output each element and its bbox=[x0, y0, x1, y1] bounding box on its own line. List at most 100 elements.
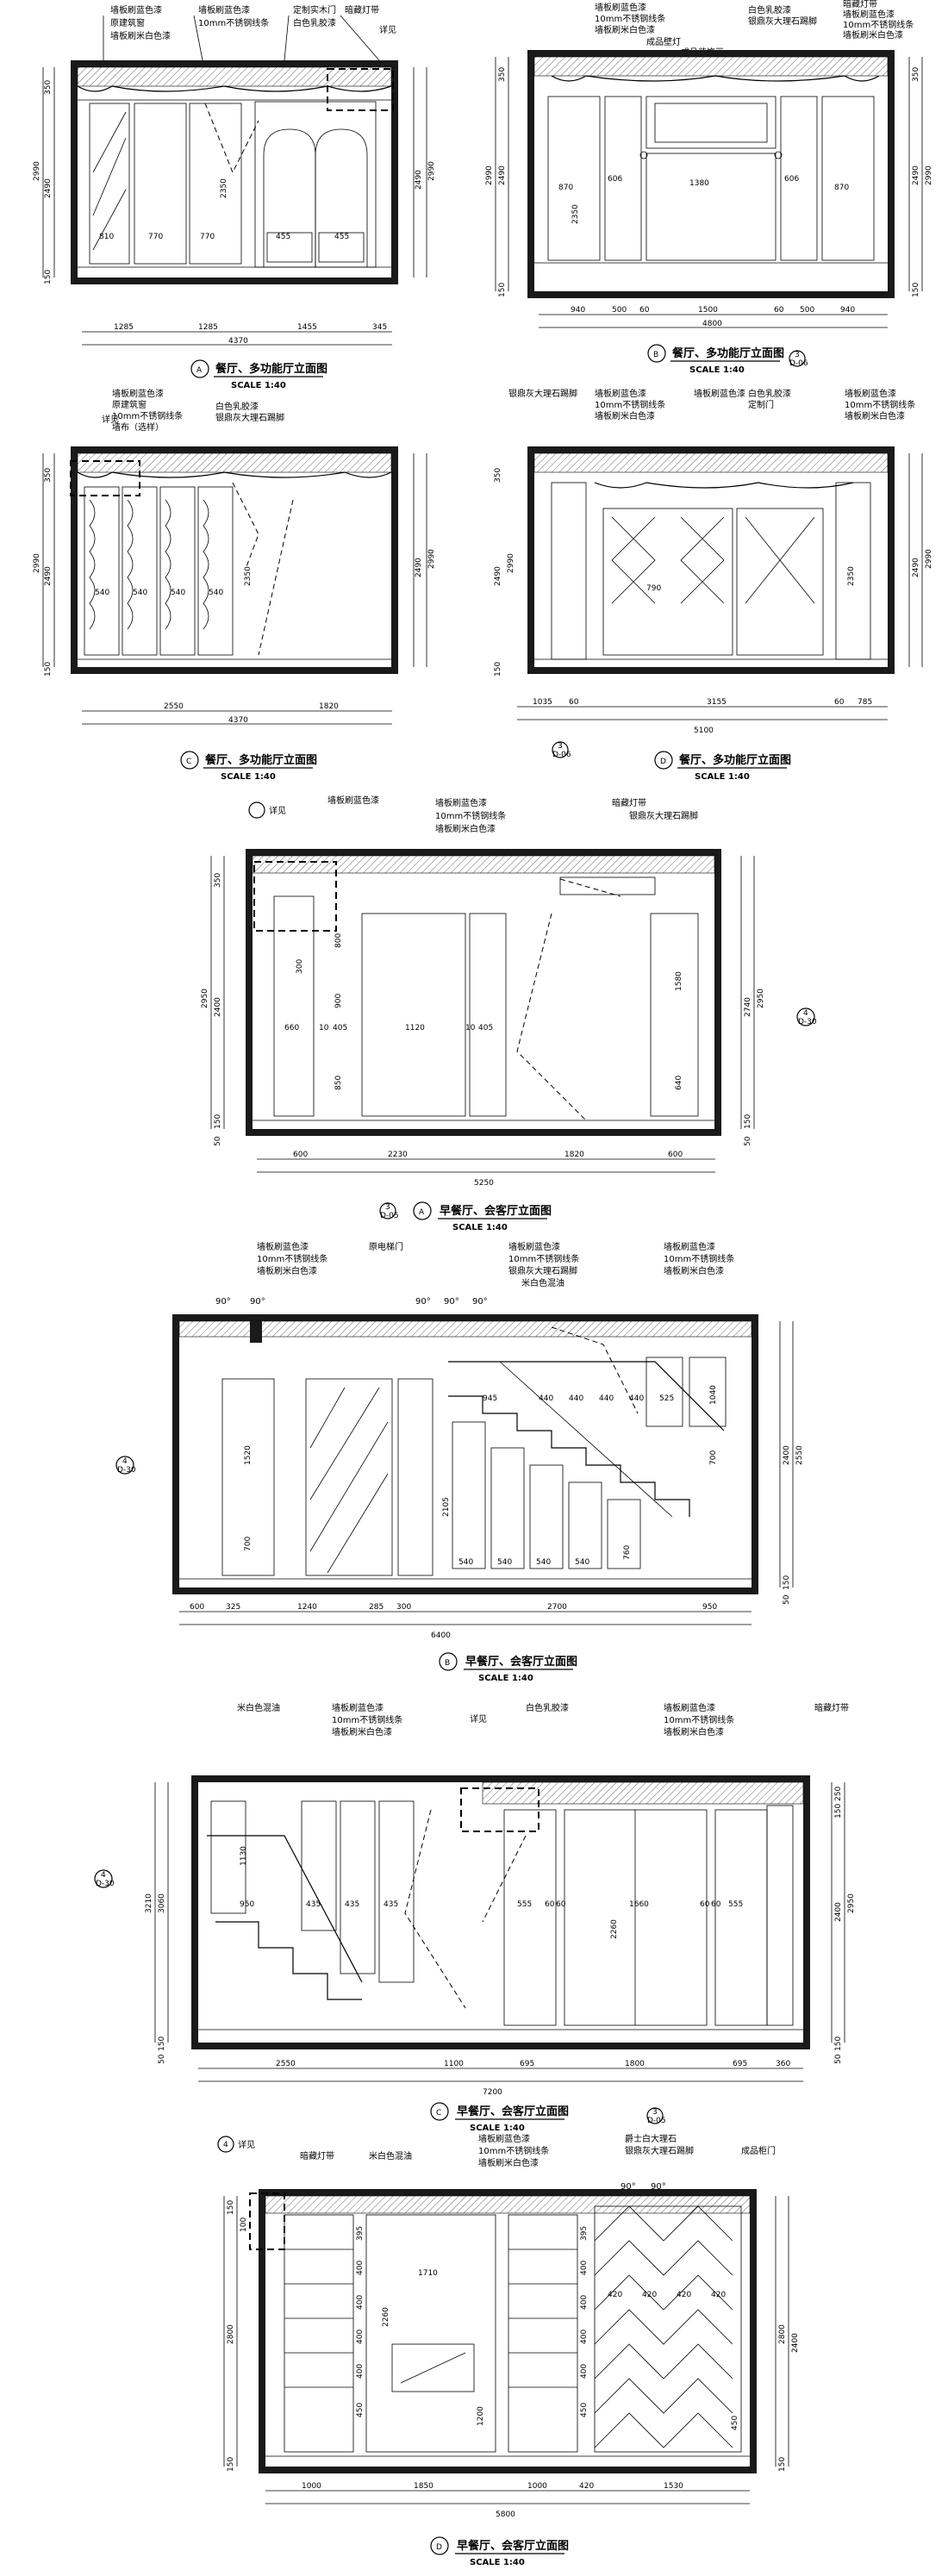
dim-label: 325 bbox=[226, 1603, 240, 1612]
drawing-scale: SCALE 1:40 bbox=[231, 381, 286, 390]
ref-marker bbox=[94, 1869, 113, 1888]
note: 暗藏灯带 bbox=[814, 1702, 849, 1713]
ref-number: 4 bbox=[803, 1009, 808, 1018]
note: 10mm不锈钢线条 bbox=[435, 810, 506, 821]
note: 白色乳胶漆 bbox=[526, 1702, 569, 1713]
dim-label: 400 bbox=[356, 2364, 365, 2379]
mirror-frame bbox=[391, 2343, 475, 2392]
dim-label: 2700 bbox=[547, 1603, 567, 1612]
note: 墙布（选样） bbox=[112, 421, 164, 433]
elevation-e-breakfast: 详见 墙板刷蓝色漆 墙板刷蓝色漆 10mm不锈钢线条 墙板刷米白色漆 暗藏灯带 … bbox=[201, 795, 817, 1232]
ref-sheet: D-30 bbox=[96, 1880, 115, 1888]
dim-label: 1500 bbox=[698, 306, 718, 315]
elevation-c-dining: 墙板刷蓝色漆 原建筑窗 10mm不锈钢线条 墙布（选样） 详见 白色乳胶漆 银鼎… bbox=[33, 388, 436, 782]
dim-label: 1455 bbox=[297, 323, 317, 332]
drawing-scale: SCALE 1:40 bbox=[470, 2124, 525, 2133]
dim-label: 1530 bbox=[664, 2482, 683, 2491]
note: 爵士白大理石 bbox=[625, 2133, 677, 2144]
note: 墙板刷蓝色漆 bbox=[112, 388, 164, 399]
annotation-notes: 米白色混油 墙板刷蓝色漆 10mm不锈钢线条 墙板刷米白色漆 详见 白色乳胶漆 … bbox=[237, 1702, 849, 1737]
dim-label: 2350 bbox=[847, 566, 856, 586]
section-letter: D bbox=[660, 758, 666, 766]
dim-label: 1380 bbox=[689, 179, 709, 188]
note: 暗藏灯带 bbox=[612, 797, 646, 808]
dim-label: 810 bbox=[99, 233, 114, 241]
ref-marker bbox=[796, 1007, 815, 1026]
dim-label: 360 bbox=[776, 2060, 790, 2068]
dim-label: 1240 bbox=[297, 1603, 317, 1612]
dim-label: 540 bbox=[95, 589, 109, 597]
ref-sheet: D-30 bbox=[117, 1466, 136, 1475]
note: 10mm不锈钢线条 bbox=[845, 399, 915, 410]
dim-label: 2800 bbox=[778, 2324, 787, 2344]
section-letter: A bbox=[419, 1208, 425, 1217]
dim-label: 440 bbox=[569, 1394, 583, 1403]
note: 10mm不锈钢线条 bbox=[595, 399, 665, 410]
dim-label: 150 bbox=[214, 1114, 222, 1129]
angle-label: 90° bbox=[215, 1297, 231, 1307]
drawing-scale: SCALE 1:40 bbox=[470, 2558, 525, 2567]
wall-panel bbox=[821, 96, 875, 261]
note: 10mm不锈钢线条 bbox=[508, 1253, 579, 1264]
note: 白色乳胶漆 bbox=[748, 4, 791, 16]
dim-label: 420 bbox=[677, 2291, 691, 2299]
dim-label: 1820 bbox=[564, 1151, 584, 1159]
dim-label: 450 bbox=[731, 2416, 739, 2430]
dim-label: 60 bbox=[639, 306, 650, 315]
dim-label: 300 bbox=[396, 1603, 411, 1612]
dim-label: 1520 bbox=[244, 1445, 253, 1465]
wall-panel bbox=[365, 2214, 496, 2453]
note: 墙板刷蓝色漆 bbox=[198, 4, 250, 16]
note: 成品柜门 bbox=[741, 2145, 776, 2156]
dim-label: 2990 bbox=[33, 161, 41, 181]
drawing-scale: SCALE 1:40 bbox=[478, 1674, 533, 1683]
note: 墙板刷蓝色漆 bbox=[694, 388, 745, 399]
note: 墙板刷蓝色漆 bbox=[478, 2133, 530, 2144]
dim-label: 660 bbox=[284, 1024, 299, 1032]
dim-label: 555 bbox=[728, 1900, 743, 1909]
dim-label: 2990 bbox=[33, 553, 41, 573]
dim-label: 420 bbox=[642, 2291, 657, 2299]
section-marker bbox=[647, 344, 666, 363]
dim-label: 2260 bbox=[610, 1919, 619, 1939]
note: 墙板刷米白色漆 bbox=[595, 410, 655, 421]
dim-label: 540 bbox=[575, 1558, 589, 1567]
dim-label: 1120 bbox=[405, 1024, 425, 1032]
ref-sheet: D-05 bbox=[380, 1212, 399, 1220]
dim-label: 400 bbox=[356, 2261, 365, 2275]
dim-label: 695 bbox=[733, 2060, 747, 2068]
dim-label: 455 bbox=[334, 233, 349, 241]
dim-label: 1130 bbox=[240, 1846, 248, 1866]
section-marker bbox=[430, 2102, 449, 2121]
dim-label: 770 bbox=[200, 233, 215, 241]
note: 原建筑窗 bbox=[112, 399, 147, 410]
note: 原电梯门 bbox=[369, 1241, 403, 1252]
dim-label: 2990 bbox=[485, 165, 494, 185]
dim-label: 350 bbox=[912, 67, 920, 82]
dim-total: 5250 bbox=[474, 1179, 494, 1188]
dim-label: 940 bbox=[840, 306, 855, 315]
dim-label: 540 bbox=[209, 589, 223, 597]
ref-number: 3 bbox=[795, 351, 800, 359]
dim-label: 2230 bbox=[388, 1151, 408, 1159]
note: 10mm不锈钢线条 bbox=[843, 19, 914, 30]
dim-label: 350 bbox=[494, 468, 502, 483]
drawing-title: 早餐厅、会客厅立面图 bbox=[457, 2539, 569, 2553]
note: 墙板刷米白色漆 bbox=[110, 30, 171, 41]
dim-label: 950 bbox=[240, 1900, 254, 1909]
section-marker bbox=[180, 751, 199, 770]
dim-label: 420 bbox=[608, 2291, 622, 2299]
dim-label: 60 bbox=[711, 1900, 721, 1909]
note: 10mm不锈钢线条 bbox=[595, 13, 665, 24]
dim-label: 50 bbox=[158, 2054, 166, 2064]
dim-label: 1820 bbox=[319, 702, 339, 711]
dim-total: 4370 bbox=[228, 716, 248, 725]
note: 详见 bbox=[269, 805, 286, 816]
dim-label: 2400 bbox=[834, 1902, 843, 1922]
section-letter: C bbox=[436, 2109, 441, 2118]
drawing-title: 餐厅、多功能厅立面图 bbox=[678, 753, 791, 767]
dim-label: 945 bbox=[483, 1394, 497, 1403]
section-marker bbox=[413, 1201, 432, 1220]
marble-display-cabinet bbox=[594, 2205, 742, 2453]
section-letter: A bbox=[196, 366, 203, 375]
